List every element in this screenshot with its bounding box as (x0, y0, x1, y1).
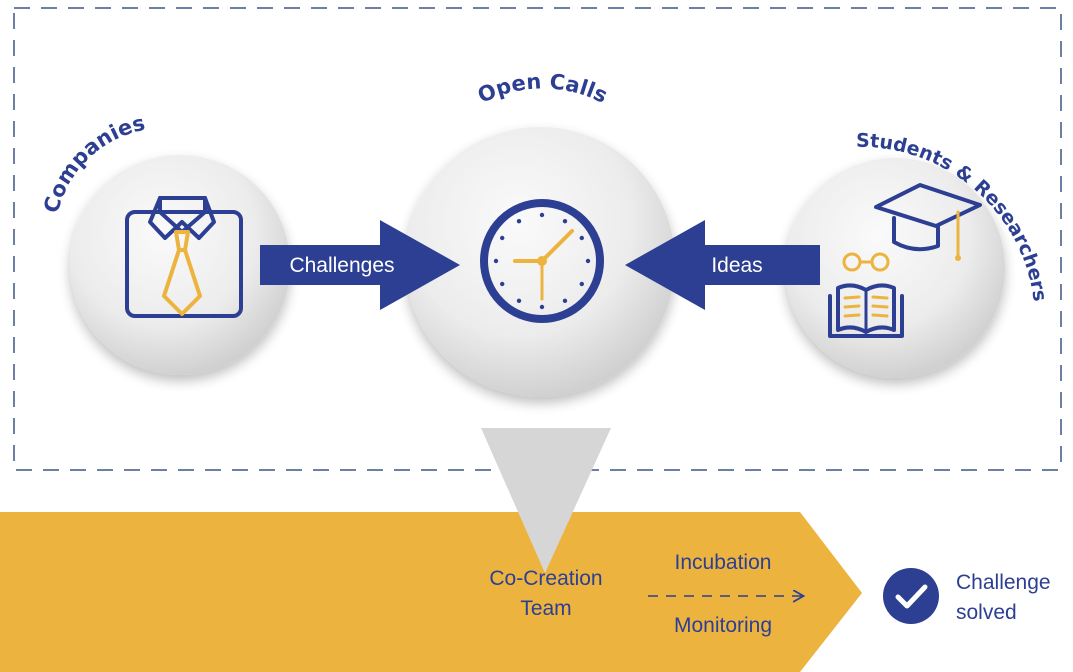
co-creation-label-line2: Team (520, 597, 571, 620)
clock-tick (579, 281, 584, 287)
clock-tick (493, 258, 499, 264)
clock-tick (500, 235, 505, 241)
process-banner (0, 512, 862, 672)
clock-tick (579, 235, 584, 241)
check-circle-icon (883, 568, 939, 624)
challenge-solved-line1: Challenge (956, 571, 1051, 594)
incubation-label: Incubation (675, 551, 772, 574)
graduation-cap-icon (874, 183, 982, 261)
companies-circle (70, 155, 290, 375)
challenges-label: Challenges (289, 254, 394, 277)
open-calls-title: Open Calls (474, 69, 611, 108)
clock-tick (516, 219, 522, 224)
funnel-triangle (481, 428, 611, 573)
monitoring-label: Monitoring (674, 614, 772, 637)
ideas-label: Ideas (711, 254, 762, 277)
challenges-arrow: Challenges (260, 220, 460, 310)
glasses-book-icon (828, 252, 904, 338)
clock-tick (562, 219, 568, 224)
ideas-arrow: Ideas (625, 220, 820, 310)
clock-tick (500, 281, 505, 287)
clock-tick (539, 212, 545, 218)
clock-tick (516, 298, 522, 303)
clock-tick (585, 258, 591, 264)
clock-tick (562, 298, 568, 303)
challenge-solved-line2: solved (956, 601, 1017, 624)
co-creation-label-line1: Co-Creation (489, 567, 602, 590)
clock-tick (539, 304, 545, 310)
shirt-tie-icon (125, 196, 243, 318)
clock-icon (480, 199, 604, 323)
